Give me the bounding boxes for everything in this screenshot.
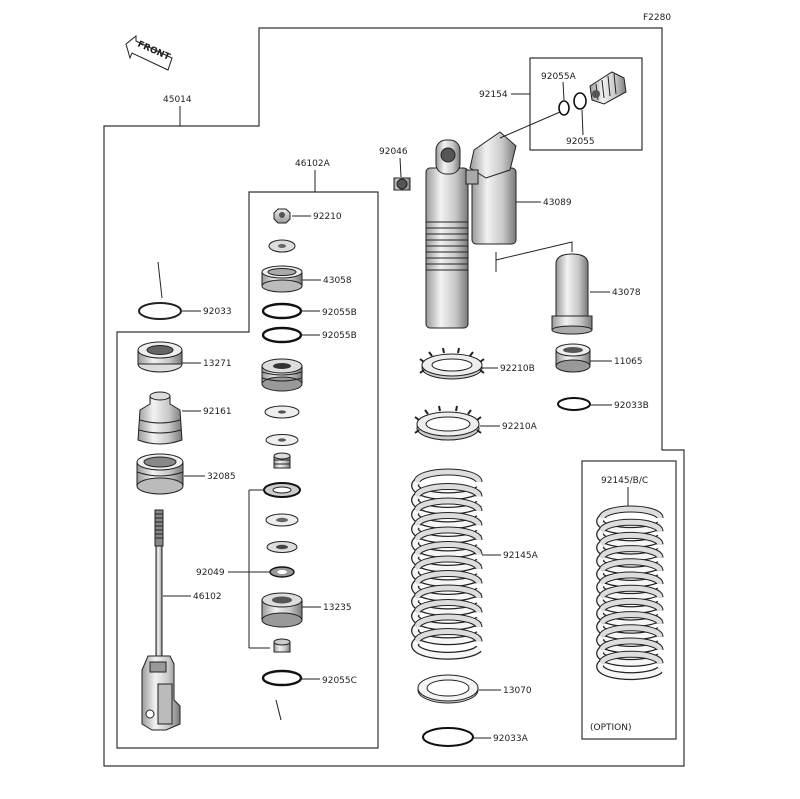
- label-92210: 92210: [313, 212, 342, 222]
- frame-45014: [103, 27, 685, 767]
- part-spacer: [273, 452, 291, 469]
- label-43058: 43058: [323, 276, 352, 286]
- label-46102A: 46102A: [295, 159, 331, 169]
- label-43089: 43089: [543, 198, 572, 208]
- label-45014: 45014: [163, 95, 192, 105]
- part-92055C: [261, 669, 303, 687]
- part-43089: [425, 131, 517, 329]
- label-92154: 92154: [479, 90, 508, 100]
- front-arrow-icon: FRONT: [125, 34, 173, 71]
- label-13271: 13271: [203, 359, 232, 369]
- label-13070: 13070: [503, 686, 532, 696]
- part-43078: [551, 253, 593, 335]
- label-46102: 46102: [193, 592, 222, 602]
- part-92055B-2: [261, 326, 303, 344]
- part-92161: [137, 391, 183, 445]
- label-32085: 32085: [207, 472, 236, 482]
- part-92033: [138, 261, 182, 320]
- part-46102: [141, 509, 181, 731]
- label-92161: 92161: [203, 407, 232, 417]
- part-32085: [136, 453, 184, 495]
- label-92055C: 92055C: [322, 676, 357, 686]
- part-92210B: [419, 347, 485, 380]
- label-92049: 92049: [196, 568, 225, 578]
- frame-option: [581, 460, 677, 740]
- part-92049: [269, 566, 295, 578]
- label-92055A: 92055A: [541, 72, 577, 82]
- part-92210A: [414, 405, 482, 441]
- label-92033: 92033: [203, 307, 232, 317]
- part-92046: [393, 177, 411, 191]
- label-92145A: 92145A: [503, 551, 539, 561]
- figure-id: F2280: [643, 13, 671, 23]
- label-92033A: 92033A: [493, 734, 529, 744]
- part-piston-ring: [263, 482, 301, 498]
- option-label: (OPTION): [590, 723, 632, 733]
- part-11065: [555, 343, 591, 373]
- label-43078: 43078: [612, 288, 641, 298]
- frame-92154: [529, 57, 643, 151]
- part-92145BC: [596, 505, 664, 681]
- label-92055B-1: 92055B: [322, 308, 357, 318]
- part-13235: [261, 592, 303, 628]
- part-92145A: [411, 468, 483, 660]
- part-92055A: [558, 100, 570, 116]
- part-shim-1: [264, 405, 300, 419]
- part-shim-2: [265, 434, 299, 446]
- part-92033B: [557, 397, 591, 411]
- label-13235: 13235: [323, 603, 352, 613]
- part-nut-bottom: [273, 638, 291, 653]
- part-43058: [261, 265, 303, 293]
- part-washer-top: [268, 239, 296, 253]
- label-92210A: 92210A: [502, 422, 538, 432]
- label-92046: 92046: [379, 147, 408, 157]
- part-92033A: [422, 727, 474, 747]
- part-seal-head: [261, 358, 303, 392]
- part-92210: [273, 208, 291, 224]
- part-92154: [589, 71, 627, 105]
- part-washer-2: [265, 513, 299, 527]
- label-92055: 92055: [566, 137, 595, 147]
- part-92055: [573, 92, 587, 110]
- label-92033B: 92033B: [614, 401, 649, 411]
- part-92055B-1: [261, 302, 303, 320]
- label-92210B: 92210B: [500, 364, 535, 374]
- label-92055B-2: 92055B: [322, 331, 357, 341]
- label-11065: 11065: [614, 357, 643, 367]
- part-13271: [137, 341, 183, 373]
- frame-46102A: [116, 191, 379, 749]
- part-13070: [417, 674, 479, 704]
- part-washer-3: [266, 541, 298, 553]
- label-92145BC: 92145/B/C: [601, 476, 648, 486]
